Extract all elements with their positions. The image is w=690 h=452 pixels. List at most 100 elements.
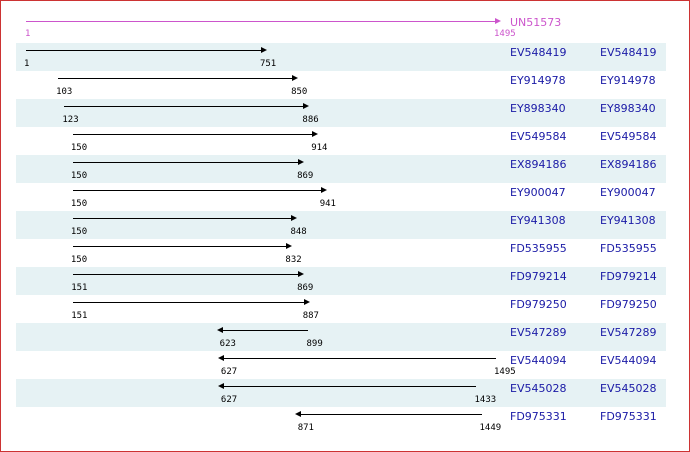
- alignment-end-label: 887: [302, 311, 319, 321]
- alignment-arrow: [294, 411, 482, 417]
- accession-link[interactable]: EX894186: [510, 158, 567, 171]
- arrow-left-icon: [216, 327, 223, 333]
- alignment-end-label: 899: [306, 339, 323, 349]
- alignment-row: 151 869 FD979214 FD979214: [16, 267, 666, 295]
- alignment-row: 103 850 EY914978 EY914978: [16, 71, 666, 99]
- alignment-start-label: 627: [220, 395, 238, 405]
- alignment-start-label: 150: [70, 143, 88, 153]
- reference-accession-link[interactable]: UN51573: [510, 16, 562, 29]
- arrow-right-icon: [320, 187, 327, 193]
- accession-link-secondary[interactable]: EY941308: [600, 214, 656, 227]
- arrow-left-icon: [294, 411, 301, 417]
- alignment-start-label: 150: [70, 227, 88, 237]
- accession-link[interactable]: EV547289: [510, 326, 567, 339]
- accession-link-secondary[interactable]: FD979214: [600, 270, 657, 283]
- alignment-start-label: 150: [70, 255, 88, 265]
- alignment-row: 871 1449 FD975331 FD975331: [16, 407, 666, 435]
- alignment-end-label: 1433: [474, 395, 497, 405]
- accession-link[interactable]: EY941308: [510, 214, 566, 227]
- alignment-arrow: [26, 47, 267, 53]
- alignment-row: 150 869 EX894186 EX894186: [16, 155, 666, 183]
- arrow-right-icon: [260, 47, 267, 53]
- alignment-start-label: 123: [62, 115, 79, 125]
- accession-link-secondary[interactable]: EY900047: [600, 186, 656, 199]
- accession-link-secondary[interactable]: EV544094: [600, 354, 657, 367]
- arrow-right-icon: [298, 271, 305, 277]
- alignment-arrow: [64, 103, 310, 109]
- accession-link-secondary[interactable]: EV545028: [600, 382, 657, 395]
- accession-link-secondary[interactable]: EV549584: [600, 130, 657, 143]
- alignment-arrow: [216, 327, 309, 333]
- alignment-start-label: 150: [70, 171, 88, 181]
- accession-link[interactable]: EV545028: [510, 382, 567, 395]
- alignment-row: 627 1433 EV545028 EV545028: [16, 379, 666, 407]
- arrow-right-icon: [298, 159, 305, 165]
- accession-link[interactable]: EV548419: [510, 46, 567, 59]
- accession-link[interactable]: EY900047: [510, 186, 566, 199]
- alignment-start-label: 150: [70, 199, 88, 209]
- alignment-end-label: 1449: [479, 423, 502, 433]
- reference-start-label: 1: [25, 29, 31, 39]
- alignment-arrow: [217, 355, 496, 361]
- arrow-right-icon: [303, 103, 310, 109]
- alignment-arrow: [72, 215, 298, 221]
- accession-link[interactable]: FD979250: [510, 298, 567, 311]
- alignment-arrow: [72, 159, 305, 165]
- alignment-row: 150 832 FD535955 FD535955: [16, 239, 666, 267]
- accession-link[interactable]: FD975331: [510, 410, 567, 423]
- reference-end-label: 1495: [494, 29, 516, 39]
- accession-link[interactable]: FD535955: [510, 242, 567, 255]
- arrow-right-icon: [303, 299, 310, 305]
- accession-link[interactable]: FD979214: [510, 270, 567, 283]
- arrow-right-icon: [312, 131, 319, 137]
- accession-link-secondary[interactable]: FD975331: [600, 410, 657, 423]
- arrow-left-icon: [217, 383, 224, 389]
- accession-link[interactable]: EV544094: [510, 354, 567, 367]
- alignment-end-label: 886: [302, 115, 319, 125]
- alignment-start-label: 151: [71, 283, 88, 293]
- alignment-arrow: [72, 131, 319, 137]
- accession-link-secondary[interactable]: FD979250: [600, 298, 657, 311]
- accession-link-secondary[interactable]: EX894186: [600, 158, 657, 171]
- alignment-end-label: 850: [291, 87, 308, 97]
- alignment-arrow: [73, 271, 305, 277]
- alignment-end-label: 869: [297, 283, 314, 293]
- alignment-row: 150 914 EV549584 EV549584: [16, 127, 666, 155]
- alignment-arrow: [72, 187, 327, 193]
- accession-link-secondary[interactable]: EV547289: [600, 326, 657, 339]
- reference-row: 1 1495 UN51573: [1, 8, 689, 42]
- alignment-row: 150 848 EY941308 EY941308: [16, 211, 666, 239]
- alignment-end-label: 914: [311, 143, 328, 153]
- arrow-head-icon: [495, 18, 501, 24]
- alignment-start-label: 627: [220, 367, 238, 377]
- alignment-start-label: 623: [219, 339, 236, 349]
- alignment-end-label: 751: [259, 59, 277, 69]
- accession-link-secondary[interactable]: EY914978: [600, 74, 656, 87]
- alignment-row: 151 887 FD979250 FD979250: [16, 295, 666, 323]
- alignment-arrow: [58, 75, 299, 81]
- accession-link-secondary[interactable]: EY898340: [600, 102, 656, 115]
- alignment-arrow: [73, 299, 310, 305]
- accession-link-secondary[interactable]: FD535955: [600, 242, 657, 255]
- accession-link[interactable]: EY898340: [510, 102, 566, 115]
- accession-link[interactable]: EY914978: [510, 74, 566, 87]
- arrow-right-icon: [292, 75, 299, 81]
- arrow-right-icon: [291, 215, 298, 221]
- alignment-row: 623 899 EV547289 EV547289: [16, 323, 666, 351]
- alignment-row: 123 886 EY898340 EY898340: [16, 99, 666, 127]
- alignment-end-label: 848: [290, 227, 307, 237]
- alignment-end-label: 832: [285, 255, 302, 265]
- reference-arrow: [26, 18, 501, 24]
- alignment-end-label: 869: [297, 171, 314, 181]
- alignment-start-label: 151: [71, 311, 88, 321]
- accession-link-secondary[interactable]: EV548419: [600, 46, 657, 59]
- alignment-start-label: 871: [297, 423, 314, 433]
- alignment-start-label: 103: [56, 87, 73, 97]
- alignment-arrow: [72, 243, 293, 249]
- accession-link[interactable]: EV549584: [510, 130, 567, 143]
